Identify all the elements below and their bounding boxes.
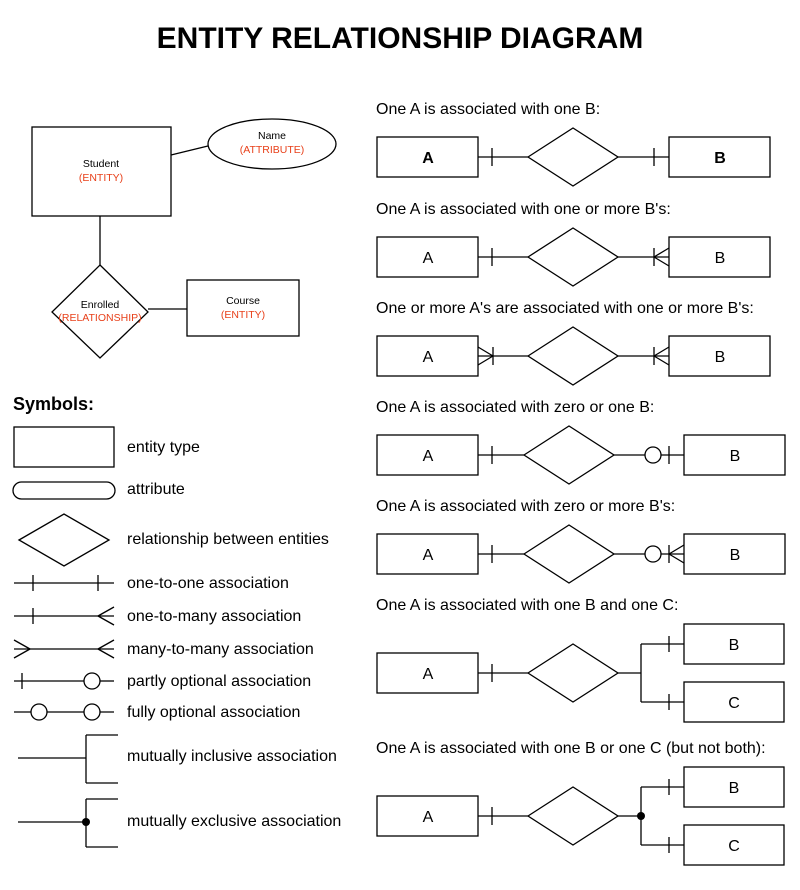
entity-a bbox=[376, 136, 479, 178]
example-one-to-one: One A is associated with one B: A B bbox=[376, 101, 771, 187]
example-caption: One A is associated with one B: bbox=[376, 101, 600, 118]
entity-b-label: B bbox=[729, 780, 740, 797]
entity-b bbox=[683, 766, 785, 808]
entity-b-label: B bbox=[730, 547, 741, 564]
entity-a bbox=[376, 236, 479, 278]
entity-a bbox=[376, 533, 479, 575]
symbols-legend: Symbols: entity type attribute relations… bbox=[12, 394, 341, 848]
example-entity-student-name: Student bbox=[83, 158, 119, 170]
entity-b bbox=[668, 136, 771, 178]
entity-a-label: A bbox=[423, 666, 434, 683]
symbol-label-mutually-inclusive: mutually inclusive association bbox=[127, 748, 337, 765]
symbol-label-attribute: attribute bbox=[127, 481, 185, 498]
entity-b-label: B bbox=[715, 349, 726, 366]
entity-a bbox=[376, 795, 479, 837]
example-entity-course bbox=[186, 279, 300, 337]
example-zero-or-more: One A is associated with zero or more B'… bbox=[376, 498, 786, 584]
example-entity-course-name: Course bbox=[226, 295, 260, 307]
example-zero-or-one: One A is associated with zero or one B: … bbox=[376, 399, 786, 485]
entity-b bbox=[668, 236, 771, 278]
entity-a-label: A bbox=[422, 150, 434, 167]
entity-b bbox=[683, 623, 785, 665]
entity-a bbox=[376, 335, 479, 377]
symbol-label-partly-optional: partly optional association bbox=[127, 673, 311, 690]
entity-b-label: B bbox=[714, 150, 726, 167]
example-entity-student bbox=[31, 126, 172, 217]
entity-c-label: C bbox=[728, 838, 740, 855]
relationship-diamond bbox=[522, 524, 616, 584]
one-to-many-symbol bbox=[14, 606, 115, 626]
example-attribute-name-label: Name bbox=[258, 130, 286, 142]
mutually-inclusive-symbol bbox=[18, 734, 118, 784]
symbol-label-one-to-one: one-to-one association bbox=[127, 575, 289, 592]
symbol-label-mutually-exclusive: mutually exclusive association bbox=[127, 813, 341, 830]
entity-b bbox=[668, 335, 771, 377]
example-one-to-many: One A is associated with one or more B's… bbox=[376, 201, 771, 287]
example-attribute-type: (ATTRIBUTE) bbox=[240, 144, 305, 156]
entity-a bbox=[376, 652, 479, 694]
page-title: ENTITY RELATIONSHIP DIAGRAM bbox=[157, 22, 644, 55]
relationship-diamond bbox=[526, 643, 620, 703]
many-to-many-symbol bbox=[13, 639, 115, 659]
entity-b bbox=[683, 533, 786, 575]
example-many-to-many: One or more A's are associated with one … bbox=[376, 300, 771, 386]
example-entity-student-type: (ENTITY) bbox=[79, 172, 123, 184]
symbol-label-fully-optional: fully optional association bbox=[127, 704, 300, 721]
relationship-symbol bbox=[17, 513, 111, 567]
entity-c bbox=[683, 681, 785, 723]
example-caption: One A is associated with zero or one B: bbox=[376, 399, 654, 416]
symbol-label-many-to-many: many-to-many association bbox=[127, 641, 314, 658]
symbol-label-relationship: relationship between entities bbox=[127, 531, 329, 548]
example-one-b-and-one-c: One A is associated with one B and one C… bbox=[376, 597, 785, 723]
example-relationship-name: Enrolled bbox=[81, 299, 120, 311]
relationship-diamond bbox=[522, 425, 616, 485]
entity-a bbox=[376, 434, 479, 476]
entity-b-label: B bbox=[729, 637, 740, 654]
example-relationship-type: (RELATIONSHIP) bbox=[58, 312, 141, 324]
example-attribute-name bbox=[207, 118, 337, 170]
symbol-label-one-to-many: one-to-many association bbox=[127, 608, 301, 625]
example-one-b-or-one-c: One A is associated with one B or one C … bbox=[376, 740, 785, 866]
example-er-diagram: Student (ENTITY) Name (ATTRIBUTE) Enroll… bbox=[31, 118, 337, 359]
relationship-diamond bbox=[526, 786, 620, 846]
entity-b-label: B bbox=[730, 448, 741, 465]
entity-a-label: A bbox=[423, 448, 434, 465]
example-caption: One A is associated with zero or more B'… bbox=[376, 498, 675, 515]
relationship-diamond bbox=[526, 227, 620, 287]
example-caption: One or more A's are associated with one … bbox=[376, 300, 754, 317]
one-to-one-symbol bbox=[14, 575, 114, 591]
entity-b-label: B bbox=[715, 250, 726, 267]
symbol-label-entity-type: entity type bbox=[127, 439, 200, 456]
mutually-exclusive-symbol bbox=[18, 798, 118, 848]
entity-a-label: A bbox=[423, 250, 434, 267]
example-relationship-enrolled bbox=[51, 264, 149, 359]
entity-a-label: A bbox=[423, 547, 434, 564]
example-caption: One A is associated with one B and one C… bbox=[376, 597, 678, 614]
fully-optional-symbol bbox=[14, 703, 114, 721]
entity-c-label: C bbox=[728, 695, 740, 712]
example-entity-course-type: (ENTITY) bbox=[221, 309, 265, 321]
relationship-diamond bbox=[526, 326, 620, 386]
entity-a-label: A bbox=[423, 809, 434, 826]
partly-optional-symbol bbox=[14, 672, 114, 690]
example-caption: One A is associated with one or more B's… bbox=[376, 201, 671, 218]
example-caption: One A is associated with one B or one C … bbox=[376, 740, 766, 757]
entity-c bbox=[683, 824, 785, 866]
symbols-heading: Symbols: bbox=[13, 394, 94, 414]
entity-type-symbol bbox=[13, 426, 115, 468]
entity-a-label: A bbox=[423, 349, 434, 366]
attribute-symbol bbox=[12, 481, 116, 500]
entity-b bbox=[683, 434, 786, 476]
relationship-diamond bbox=[526, 127, 620, 187]
